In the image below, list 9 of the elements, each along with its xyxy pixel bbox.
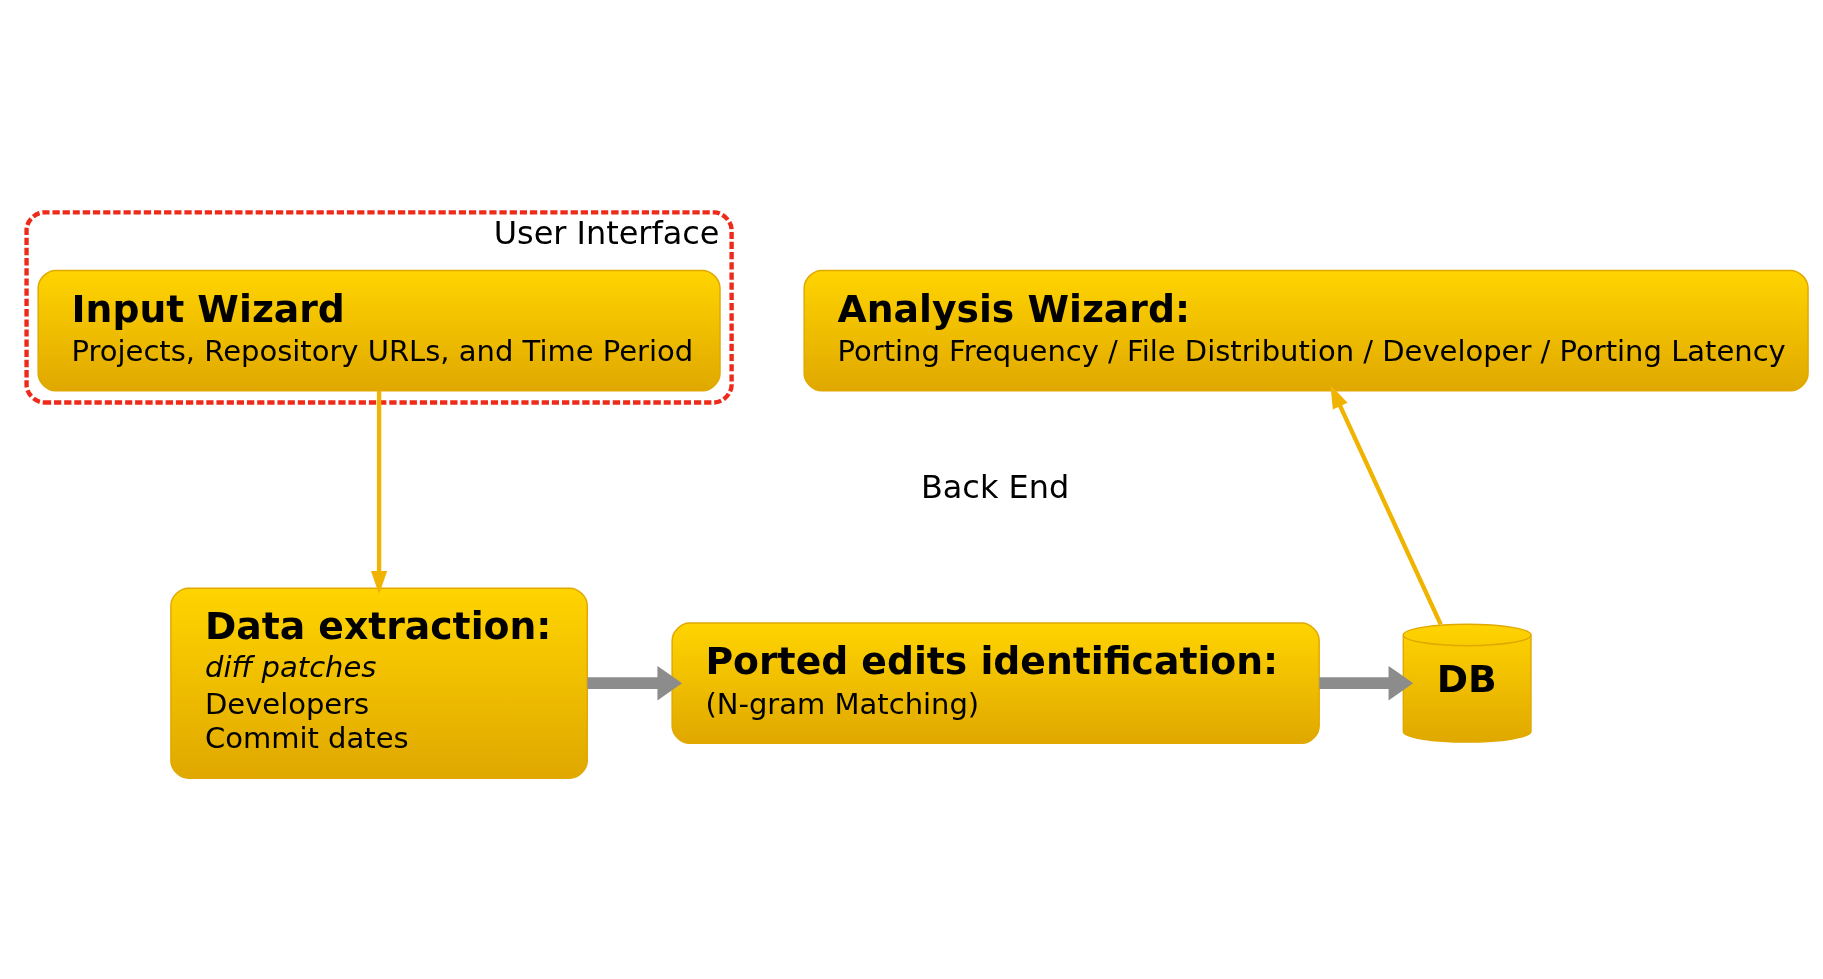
arrow — [1319, 665, 1414, 701]
node-box: Ported edits identification: (N-gram Matching) — [671, 622, 1320, 745]
node-box: Input Wizard Projects, Repository URLs, and Time Period — [37, 269, 721, 392]
node-box: Analysis Wizard: Porting Frequency / File Distribution / Developer / Porting Latency — [803, 269, 1809, 392]
arrow — [1330, 385, 1443, 626]
arrow — [370, 391, 388, 595]
label: Back End — [920, 467, 1070, 506]
node-box: Data extraction: diff patches Developers Commit dates — [170, 587, 588, 779]
arrow — [587, 665, 683, 701]
